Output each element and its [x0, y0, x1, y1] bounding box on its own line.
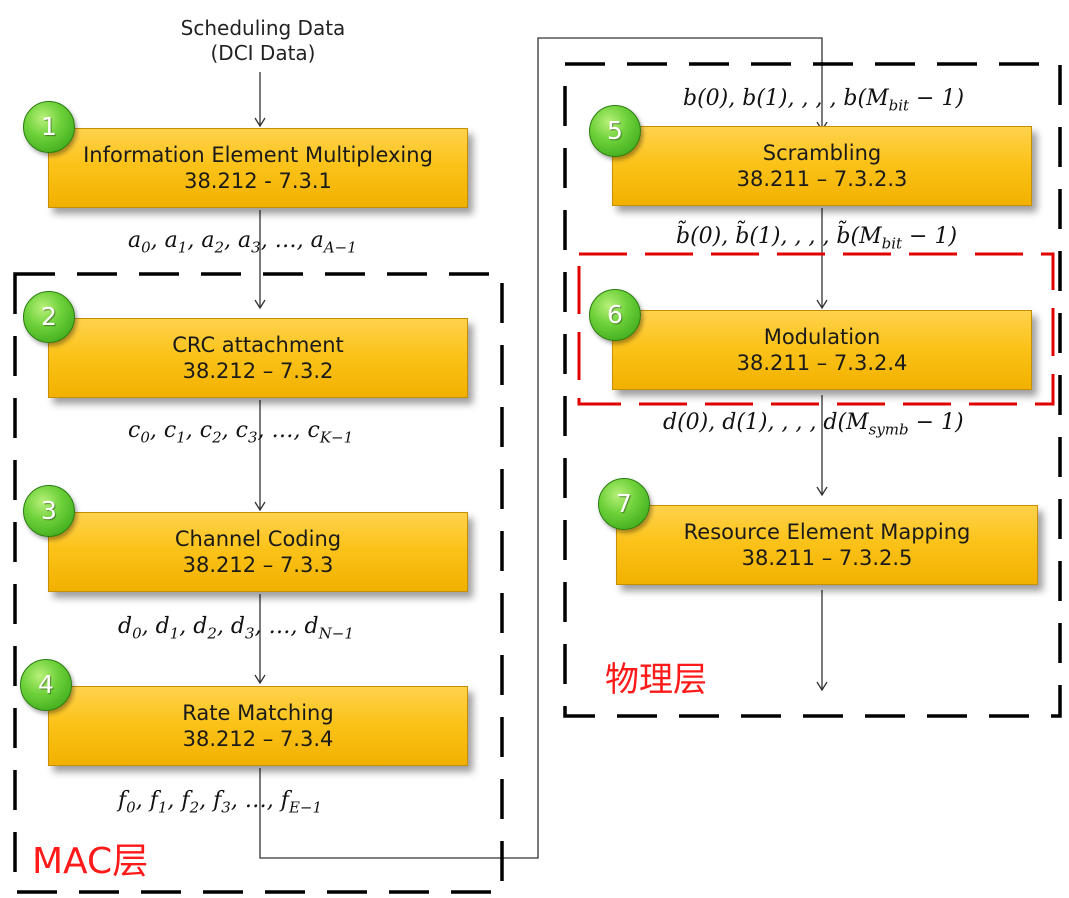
- block-title: Modulation: [763, 324, 881, 349]
- block-title: Resource Element Mapping: [683, 519, 971, 544]
- sequence-d: d0, d1, d2, d3, …, dN−1: [118, 614, 354, 643]
- sequence-term: a1: [164, 228, 188, 257]
- step-badge-3: 3: [23, 485, 75, 537]
- block-ref: 38.212 – 7.3.2: [182, 359, 334, 383]
- block-rate-matching: Rate Matching 38.212 – 7.3.4: [48, 686, 468, 766]
- sequence-d-symb-tail: − 1): [908, 410, 964, 435]
- sequence-b-tilde-text: b̃(0), b̃(1), , , , b̃(M: [676, 224, 882, 249]
- phy-layer-region: [563, 62, 1062, 718]
- sequence-term: f3: [213, 788, 231, 817]
- sequence-d-symb: d(0), d(1), , , , d(Msymb − 1): [663, 410, 964, 438]
- sequence-term: a3: [238, 228, 261, 257]
- sequence-term: c3: [235, 418, 258, 447]
- sequence-b-tilde: b̃(0), b̃(1), , , , b̃(Mbit − 1): [676, 224, 957, 252]
- block-ref: 38.212 - 7.3.1: [184, 169, 332, 193]
- input-label-line1: Scheduling Data: [180, 16, 346, 40]
- block-ref: 38.212 – 7.3.4: [182, 727, 334, 751]
- block-title: Information Element Multiplexing: [83, 142, 433, 167]
- sequence-term-last: fE−1: [280, 788, 323, 817]
- step-badge-4: 4: [20, 659, 72, 711]
- sequence-a: a0, a1, a2, a3, …, aA−1: [128, 228, 357, 257]
- sequence-b: b(0), b(1), , , , b(Mbit − 1): [683, 86, 964, 114]
- step-badge-2: 2: [23, 291, 75, 343]
- sequence-b-tilde-sub: bit: [881, 234, 903, 253]
- phy-layer-label: 物理层: [605, 660, 707, 700]
- connector-4-to-5: [259, 37, 828, 859]
- block-information-element-multiplexing: Information Element Multiplexing 38.212 …: [48, 128, 468, 208]
- sequence-term: f2: [181, 788, 200, 817]
- sequence-term: c1: [163, 418, 186, 447]
- sequence-b-text: b(0), b(1), , , , b(M: [683, 86, 889, 111]
- sequence-c: c0, c1, c2, c3, …, cK−1: [128, 418, 354, 447]
- block-title: Rate Matching: [182, 700, 334, 725]
- sequence-f: f0, f1, f2, f3, …, fE−1: [118, 788, 323, 817]
- sequence-term: d3: [230, 614, 255, 643]
- block-title: Scrambling: [762, 140, 882, 165]
- sequence-term-last: aA−1: [310, 228, 357, 257]
- mac-layer-label: MAC层: [32, 841, 149, 882]
- step-badge-6: 6: [589, 289, 641, 341]
- block-ref: 38.211 – 7.3.2.3: [736, 167, 908, 191]
- step-badge-1: 1: [23, 101, 75, 153]
- sequence-b-tilde-tail: − 1): [902, 224, 958, 249]
- sequence-d-symb-text: d(0), d(1), , , , d(M: [663, 410, 869, 435]
- sequence-term: c2: [199, 418, 222, 447]
- block-title: Channel Coding: [174, 526, 342, 551]
- sequence-term: f0: [118, 788, 136, 817]
- sequence-term-last: cK−1: [307, 418, 354, 447]
- step-badge-7: 7: [598, 478, 650, 530]
- step-badge-5: 5: [589, 105, 641, 157]
- sequence-d-symb-sub: symb: [868, 420, 909, 439]
- sequence-term: d2: [193, 614, 217, 643]
- block-ref: 38.211 – 7.3.2.4: [736, 351, 908, 375]
- block-ref: 38.211 – 7.3.2.5: [741, 546, 913, 570]
- input-label-line2: (DCI Data): [210, 41, 316, 65]
- input-label: Scheduling Data (DCI Data): [160, 16, 366, 66]
- sequence-b-tail: − 1): [909, 86, 965, 111]
- block-crc-attachment: CRC attachment 38.212 – 7.3.2: [48, 318, 468, 398]
- block-channel-coding: Channel Coding 38.212 – 7.3.3: [48, 512, 468, 592]
- sequence-b-sub: bit: [888, 96, 910, 115]
- sequence-term: d0: [118, 614, 142, 643]
- block-modulation: Modulation 38.211 – 7.3.2.4: [612, 310, 1032, 390]
- mac-layer-region: [13, 272, 504, 894]
- block-resource-element-mapping: Resource Element Mapping 38.211 – 7.3.2.…: [616, 505, 1038, 585]
- block-title: CRC attachment: [172, 332, 344, 357]
- sequence-term: c0: [128, 418, 150, 447]
- block-scrambling: Scrambling 38.211 – 7.3.2.3: [612, 126, 1032, 206]
- sequence-term: d1: [155, 614, 180, 643]
- block-ref: 38.212 – 7.3.3: [182, 553, 334, 577]
- sequence-term: a2: [201, 228, 225, 257]
- sequence-term: f1: [149, 788, 168, 817]
- modulation-highlight: [577, 252, 1055, 406]
- sequence-term: a0: [128, 228, 151, 257]
- sequence-term-last: dN−1: [304, 614, 354, 643]
